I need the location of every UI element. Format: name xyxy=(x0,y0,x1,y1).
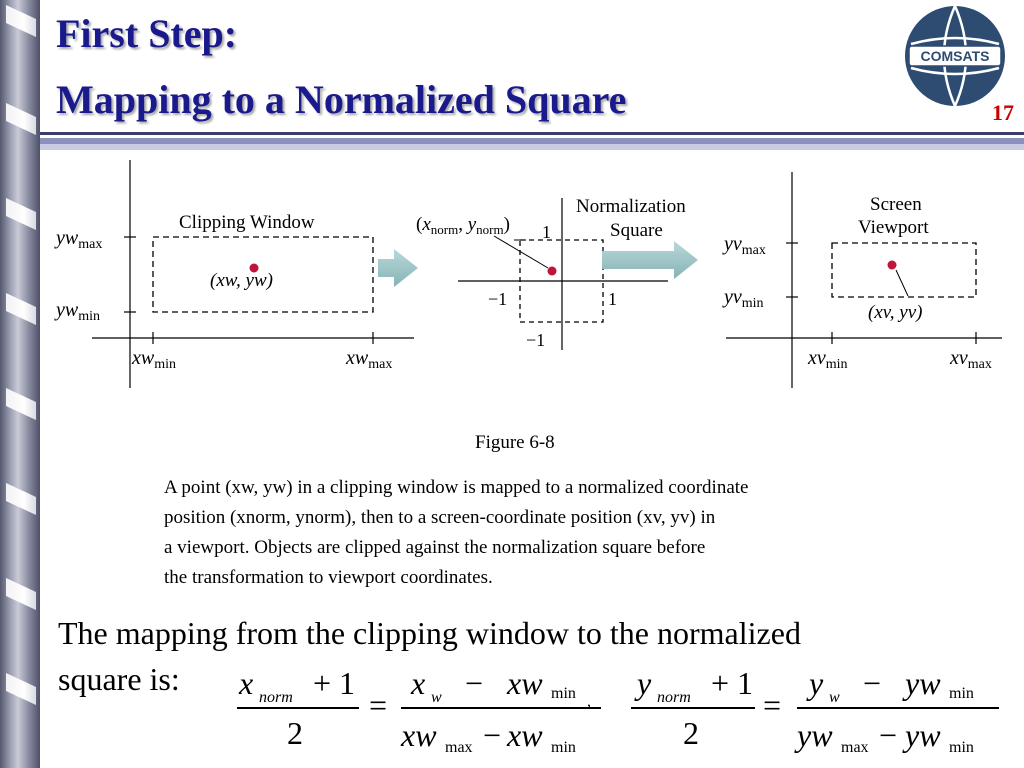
clipping-window-rect xyxy=(152,236,374,313)
norm-tick-bottom: −1 xyxy=(526,330,545,350)
norm-tick-right: 1 xyxy=(608,289,617,309)
arrow-1 xyxy=(378,249,418,287)
figure-label: Figure 6-8 xyxy=(475,432,555,453)
xw-min-label: xwmin xyxy=(131,347,176,372)
viewport-title-line2: Viewport xyxy=(858,217,929,238)
svg-text:w: w xyxy=(431,689,442,706)
svg-text:+ 1: + 1 xyxy=(313,665,355,701)
clipping-point-dot xyxy=(249,263,259,273)
strip-notch xyxy=(6,578,36,610)
svg-text:,: , xyxy=(587,693,591,710)
norm-point-label: (xnorm, ynorm) xyxy=(416,214,510,237)
svg-text:max: max xyxy=(841,739,869,756)
yv-max-label: yvmax xyxy=(722,233,766,258)
svg-text:−: − xyxy=(483,717,501,753)
screen-viewport-panel: Screen Viewport yvmax yvmin xvmin xvmax … xyxy=(722,172,1002,388)
yw-min-label: ywmin xyxy=(54,299,100,324)
xv-max-label: xvmax xyxy=(949,347,992,372)
viewport-point-label: (xv, yv) xyxy=(868,302,922,323)
svg-text:xw: xw xyxy=(400,717,437,753)
svg-text:xw: xw xyxy=(506,665,543,701)
caption-line: a viewport. Objects are clipped against … xyxy=(164,537,706,558)
svg-text:−: − xyxy=(879,717,897,753)
svg-text:2: 2 xyxy=(287,715,303,751)
clipping-window-title: Clipping Window xyxy=(179,212,315,233)
svg-text:y: y xyxy=(806,665,824,701)
svg-text:y: y xyxy=(634,665,652,701)
formula-fraction-ynorm: y norm + 1 2 xyxy=(631,665,755,751)
formula-fraction-xw: x w − xw min , xw max − xw min xyxy=(400,665,601,756)
svg-text:min: min xyxy=(551,685,576,702)
strip-notch xyxy=(6,5,36,37)
svg-text:min: min xyxy=(551,739,576,756)
normalization-square-rect xyxy=(519,239,604,323)
body-text: The mapping from the clipping window to … xyxy=(58,610,801,702)
norm-point-dot xyxy=(547,266,557,276)
yv-min-label: yvmin xyxy=(722,286,764,311)
svg-text:x: x xyxy=(410,665,425,701)
slide-title-line1: First Step: xyxy=(56,11,238,56)
xw-max-label: xwmax xyxy=(345,347,392,372)
clipping-point-label: (xw, yw) xyxy=(210,270,273,291)
formula-equals: = xyxy=(369,687,387,723)
slide-title-line2: Mapping to a Normalized Square xyxy=(56,77,627,122)
arrow-2 xyxy=(602,241,698,279)
body-line: square is: xyxy=(58,661,180,697)
mapping-formula: x norm + 1 2 = x w − xw min , xw max − x… xyxy=(237,665,999,756)
strip-notch xyxy=(6,483,36,515)
formula-fraction-xnorm: x norm + 1 2 xyxy=(237,665,359,751)
svg-text:yw: yw xyxy=(794,717,833,753)
svg-text:norm: norm xyxy=(259,689,293,706)
svg-text:min: min xyxy=(949,685,974,702)
svg-text:+ 1: + 1 xyxy=(711,665,753,701)
slide-number: 17 xyxy=(992,100,1014,125)
svg-text:w: w xyxy=(829,689,840,706)
caption-line: A point (xw, yw) in a clipping window is… xyxy=(164,477,749,498)
svg-text:xw: xw xyxy=(506,717,543,753)
norm-tick-top: 1 xyxy=(542,222,551,242)
figure-6-8-diagram: Clipping Window ywmax ywmin xwmin xwmax … xyxy=(54,160,1002,388)
caption-line: position (xnorm, ynorm), then to a scree… xyxy=(164,507,716,528)
strip-notch xyxy=(6,103,36,135)
norm-tick-left: −1 xyxy=(488,289,507,309)
svg-text:yw: yw xyxy=(902,717,941,753)
figure-caption: A point (xw, yw) in a clipping window is… xyxy=(164,473,964,593)
comsats-logo: COMSATS xyxy=(905,5,1005,107)
strip-notch xyxy=(6,293,36,325)
strip-notch xyxy=(6,388,36,420)
title-underline-rule xyxy=(40,132,1024,150)
viewport-point-dot xyxy=(887,260,897,270)
left-decorative-strip xyxy=(0,0,40,768)
xv-min-label: xvmin xyxy=(807,347,848,372)
formula-equals: = xyxy=(763,687,781,723)
caption-line: the transformation to viewport coordinat… xyxy=(164,567,493,588)
svg-text:max: max xyxy=(445,739,473,756)
logo-text: COMSATS xyxy=(921,48,990,64)
norm-square-title-line2: Square xyxy=(610,220,663,241)
clipping-window-panel: Clipping Window ywmax ywmin xwmin xwmax … xyxy=(54,160,414,388)
yw-max-label: ywmax xyxy=(54,227,102,252)
svg-text:−: − xyxy=(465,665,483,701)
formula-fraction-yw: y w − yw min yw max − yw min xyxy=(794,665,999,756)
svg-text:norm: norm xyxy=(657,689,691,706)
svg-text:−: − xyxy=(863,665,881,701)
svg-text:min: min xyxy=(949,739,974,756)
viewport-title-line1: Screen xyxy=(870,194,922,215)
norm-square-title-line1: Normalization xyxy=(576,196,686,217)
normalization-square-panel: 1 −1 1 −1 (xnorm, ynorm) Normalization S… xyxy=(416,196,686,350)
svg-text:2: 2 xyxy=(683,715,699,751)
strip-notch xyxy=(6,673,36,705)
svg-text:yw: yw xyxy=(902,665,941,701)
body-line: The mapping from the clipping window to … xyxy=(58,615,801,651)
strip-notch xyxy=(6,198,36,230)
viewport-rect xyxy=(831,242,977,298)
svg-text:x: x xyxy=(238,665,253,701)
